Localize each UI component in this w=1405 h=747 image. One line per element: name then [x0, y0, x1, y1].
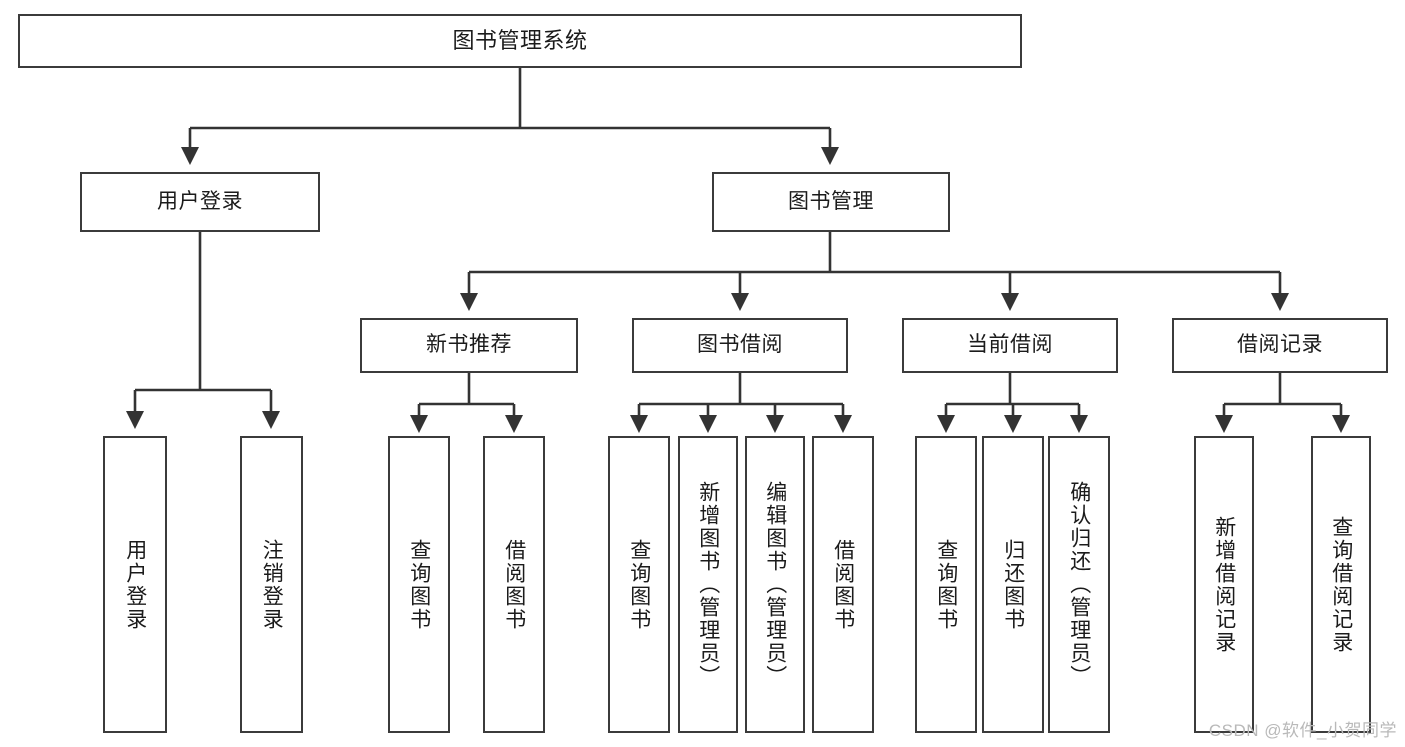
node-new-book-recommend[interactable]: 新书推荐	[360, 318, 578, 373]
leaf-new-book-query-book[interactable]: 查询图书	[388, 436, 450, 733]
node-label: 用户登录	[123, 538, 147, 631]
node-root-system[interactable]: 图书管理系统	[18, 14, 1022, 68]
leaf-borrow-records-add-record[interactable]: 新增借阅记录	[1194, 436, 1254, 733]
node-label: 图书借阅	[697, 333, 783, 357]
leaf-current-borrow-return-book[interactable]: 归还图书	[982, 436, 1044, 733]
node-current-borrow[interactable]: 当前借阅	[902, 318, 1118, 373]
node-label: 当前借阅	[967, 333, 1053, 357]
leaf-book-borrow-edit-book-admin[interactable]: 编辑图书（管理员）	[745, 436, 805, 733]
leaf-borrow-records-query-record[interactable]: 查询借阅记录	[1311, 436, 1371, 733]
leaf-new-book-borrow-book[interactable]: 借阅图书	[483, 436, 545, 733]
node-borrow-records[interactable]: 借阅记录	[1172, 318, 1388, 373]
node-label: 查询借阅记录	[1329, 515, 1353, 654]
leaf-current-borrow-query-book[interactable]: 查询图书	[915, 436, 977, 733]
leaf-book-borrow-add-book-admin[interactable]: 新增图书（管理员）	[678, 436, 738, 733]
node-label: 借阅图书	[831, 538, 855, 631]
leaf-user-login-signout[interactable]: 注销登录	[240, 436, 303, 733]
node-label: 查询图书	[407, 538, 431, 631]
node-label: 借阅图书	[502, 538, 526, 631]
node-label: 编辑图书（管理员）	[763, 481, 787, 688]
node-label: 图书管理系统	[452, 28, 588, 54]
node-book-management[interactable]: 图书管理	[712, 172, 950, 232]
node-label: 图书管理	[788, 189, 874, 213]
node-label: 新增借阅记录	[1212, 515, 1236, 654]
node-label: 查询图书	[934, 538, 958, 631]
node-user-login[interactable]: 用户登录	[80, 172, 320, 232]
node-label: 归还图书	[1001, 538, 1025, 631]
node-label: 查询图书	[627, 538, 651, 631]
node-book-borrow[interactable]: 图书借阅	[632, 318, 848, 373]
node-label: 确认归还（管理员）	[1067, 481, 1091, 688]
leaf-book-borrow-borrow-book[interactable]: 借阅图书	[812, 436, 874, 733]
node-label: 新增图书（管理员）	[696, 481, 720, 688]
leaf-current-borrow-confirm-return-admin[interactable]: 确认归还（管理员）	[1048, 436, 1110, 733]
node-label: 新书推荐	[426, 333, 512, 357]
leaf-book-borrow-query-book[interactable]: 查询图书	[608, 436, 670, 733]
node-label: 注销登录	[260, 538, 284, 631]
csdn-watermark: CSDN @软件_小贺同学	[1208, 721, 1397, 740]
node-label: 用户登录	[157, 189, 243, 213]
leaf-user-login-signin[interactable]: 用户登录	[103, 436, 167, 733]
node-label: 借阅记录	[1237, 333, 1323, 357]
